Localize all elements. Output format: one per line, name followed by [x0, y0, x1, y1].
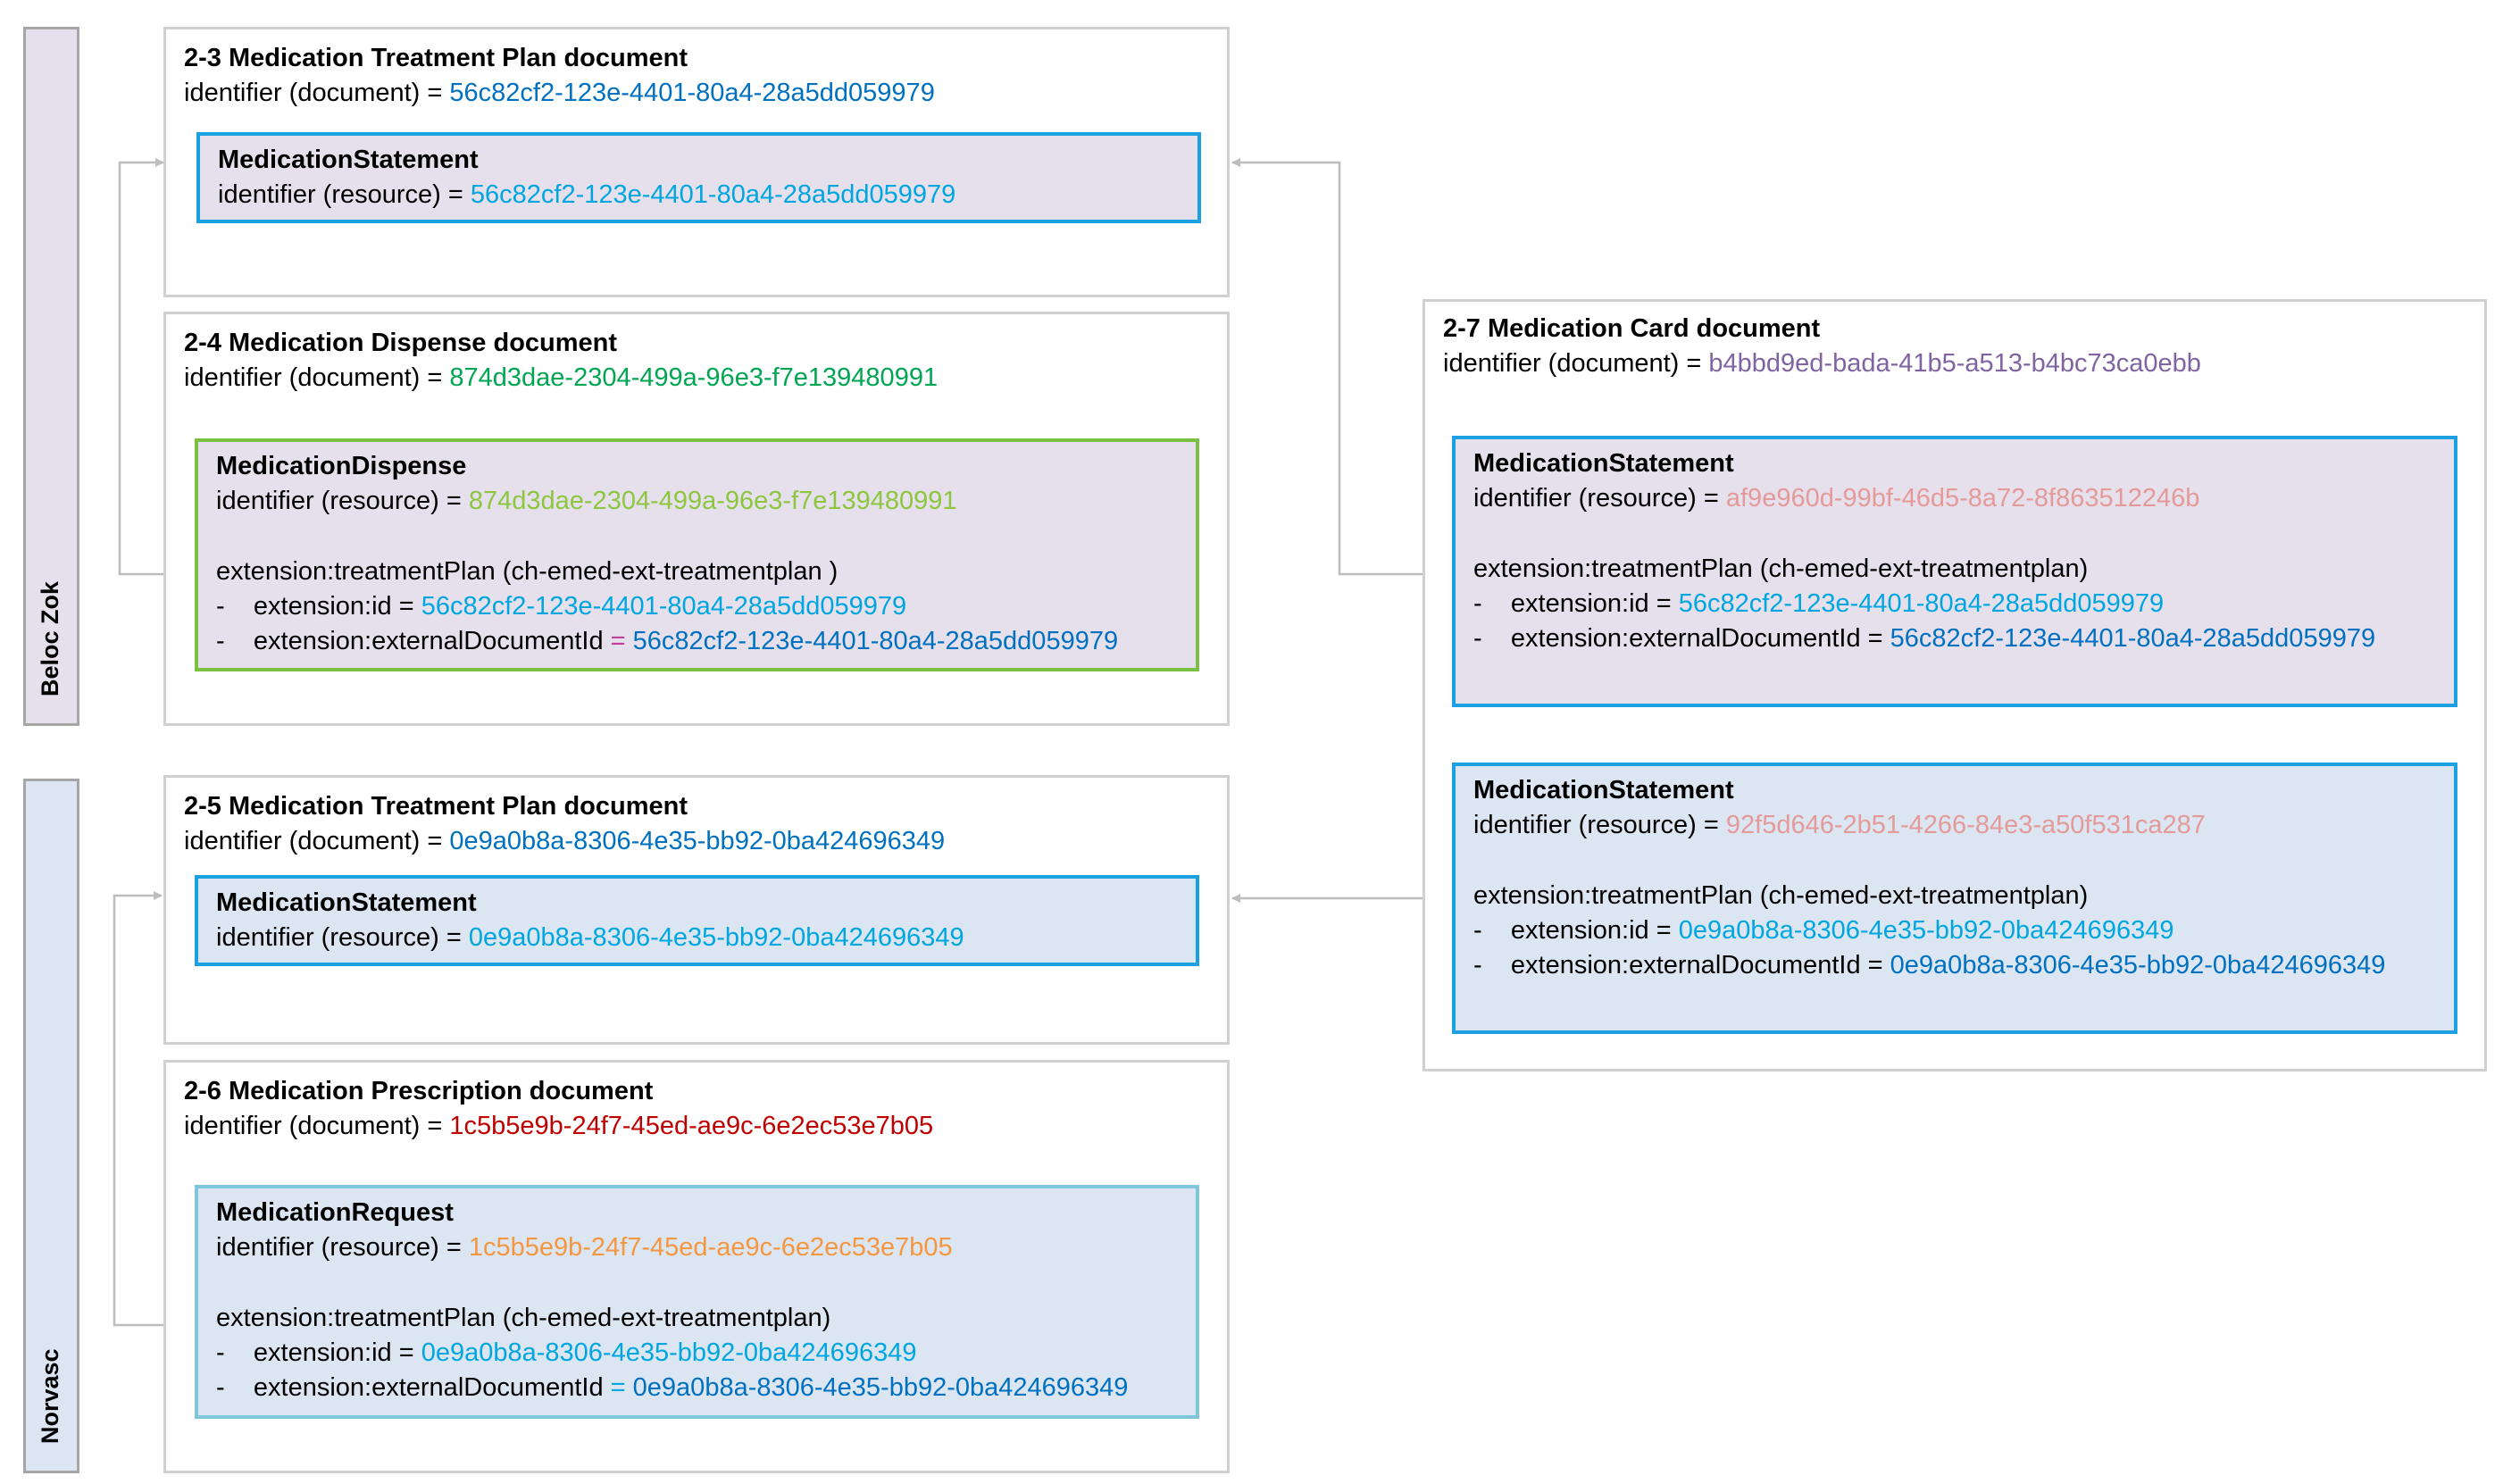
extension-external-document-id: - extension:externalDocumentId = 56c82cf…	[1473, 624, 2376, 653]
arrow-card-res1-to-plan23	[1231, 158, 1452, 576]
extension-treatment-plan: extension:treatmentPlan (ch-emed-ext-tre…	[216, 557, 839, 586]
document-identifier-value: 56c82cf2-123e-4401-80a4-28a5dd059979	[449, 79, 935, 107]
extension-id: - extension:id = 56c82cf2-123e-4401-80a4…	[1473, 589, 2165, 618]
resource-title: MedicationRequest	[216, 1198, 454, 1227]
extension-id-value: 56c82cf2-123e-4401-80a4-28a5dd059979	[421, 592, 907, 621]
arrow-request-to-plan25	[113, 891, 198, 1327]
extension-treatment-plan: extension:treatmentPlan (ch-emed-ext-tre…	[1473, 554, 2089, 583]
extension-id-value: 0e9a0b8a-8306-4e35-bb92-0ba424696349	[1678, 916, 2174, 945]
extension-id: - extension:id = 56c82cf2-123e-4401-80a4…	[216, 592, 907, 621]
document-title: 2-4 Medication Dispense document	[184, 329, 618, 357]
extension-external-document-id: - extension:externalDocumentId = 56c82cf…	[216, 627, 1119, 655]
extension-external-document-id-value: 56c82cf2-123e-4401-80a4-28a5dd059979	[632, 627, 1119, 655]
resource-identifier-value: af9e960d-99bf-46d5-8a72-8f863512246b	[1725, 484, 2200, 513]
resource-identifier-value: 874d3dae-2304-499a-96e3-f7e139480991	[468, 487, 957, 515]
resource-medication-statement-2-5: MedicationStatement identifier (resource…	[195, 875, 1199, 966]
resource-identifier: identifier (resource) = 1c5b5e9b-24f7-45…	[216, 1233, 953, 1262]
document-identifier: identifier (document) = 56c82cf2-123e-44…	[184, 79, 935, 107]
resource-title: MedicationStatement	[1473, 449, 1734, 478]
resource-identifier: identifier (resource) = 0e9a0b8a-8306-4e…	[216, 923, 964, 952]
document-identifier: identifier (document) = b4bbd9ed-bada-41…	[1443, 349, 2201, 378]
resource-medication-statement-2-3: MedicationStatement identifier (resource…	[196, 132, 1201, 223]
resource-identifier-value: 0e9a0b8a-8306-4e35-bb92-0ba424696349	[468, 923, 964, 952]
resource-identifier: identifier (resource) = 56c82cf2-123e-44…	[218, 180, 956, 209]
resource-medication-statement-card-1: MedicationStatement identifier (resource…	[1452, 436, 2457, 707]
document-title: 2-6 Medication Prescription document	[184, 1077, 654, 1105]
document-identifier-value: 0e9a0b8a-8306-4e35-bb92-0ba424696349	[449, 827, 946, 855]
document-identifier-value: 1c5b5e9b-24f7-45ed-ae9c-6e2ec53e7b05	[449, 1112, 934, 1140]
sidebar-beloc-zok: Beloc Zok	[23, 27, 79, 726]
extension-id-value: 0e9a0b8a-8306-4e35-bb92-0ba424696349	[421, 1338, 917, 1367]
document-identifier: identifier (document) = 0e9a0b8a-8306-4e…	[184, 827, 946, 855]
document-title: 2-5 Medication Treatment Plan document	[184, 792, 688, 821]
extension-external-document-id-value: 0e9a0b8a-8306-4e35-bb92-0ba424696349	[1890, 951, 2386, 980]
resource-identifier-value: 56c82cf2-123e-4401-80a4-28a5dd059979	[470, 180, 956, 209]
document-identifier-value: b4bbd9ed-bada-41b5-a513-b4bc73ca0ebb	[1708, 349, 2201, 378]
resource-identifier: identifier (resource) = 874d3dae-2304-49…	[216, 487, 957, 515]
resource-identifier-value: 1c5b5e9b-24f7-45ed-ae9c-6e2ec53e7b05	[468, 1233, 953, 1262]
resource-identifier: identifier (resource) = af9e960d-99bf-46…	[1473, 484, 2200, 513]
document-title: 2-3 Medication Treatment Plan document	[184, 44, 688, 72]
extension-treatment-plan: extension:treatmentPlan (ch-emed-ext-tre…	[1473, 881, 2089, 910]
resource-medication-dispense: MedicationDispense identifier (resource)…	[195, 438, 1199, 671]
sidebar-norvasc: Norvasc	[23, 779, 79, 1473]
resource-identifier-value: 92f5d646-2b51-4266-84e3-a50f531ca287	[1725, 811, 2206, 839]
document-identifier-value: 874d3dae-2304-499a-96e3-f7e139480991	[449, 363, 939, 392]
extension-id-value: 56c82cf2-123e-4401-80a4-28a5dd059979	[1678, 589, 2165, 618]
resource-medication-request: MedicationRequest identifier (resource) …	[195, 1185, 1199, 1419]
resource-medication-statement-card-2: MedicationStatement identifier (resource…	[1452, 763, 2457, 1034]
arrow-dispense-to-plan23	[118, 158, 198, 576]
resource-title: MedicationStatement	[218, 146, 479, 174]
resource-title: MedicationStatement	[1473, 776, 1734, 805]
extension-external-document-id: - extension:externalDocumentId = 0e9a0b8…	[216, 1373, 1129, 1402]
document-identifier: identifier (document) = 874d3dae-2304-49…	[184, 363, 939, 392]
resource-title: MedicationStatement	[216, 888, 477, 917]
extension-external-document-id-value: 0e9a0b8a-8306-4e35-bb92-0ba424696349	[632, 1373, 1129, 1402]
extension-treatment-plan: extension:treatmentPlan (ch-emed-ext-tre…	[216, 1304, 831, 1332]
extension-external-document-id: - extension:externalDocumentId = 0e9a0b8…	[1473, 951, 2386, 980]
resource-identifier: identifier (resource) = 92f5d646-2b51-42…	[1473, 811, 2206, 839]
extension-id: - extension:id = 0e9a0b8a-8306-4e35-bb92…	[216, 1338, 917, 1367]
extension-id: - extension:id = 0e9a0b8a-8306-4e35-bb92…	[1473, 916, 2174, 945]
resource-title: MedicationDispense	[216, 452, 467, 480]
document-identifier: identifier (document) = 1c5b5e9b-24f7-45…	[184, 1112, 934, 1140]
extension-external-document-id-value: 56c82cf2-123e-4401-80a4-28a5dd059979	[1890, 624, 2376, 653]
document-title: 2-7 Medication Card document	[1443, 314, 1821, 343]
